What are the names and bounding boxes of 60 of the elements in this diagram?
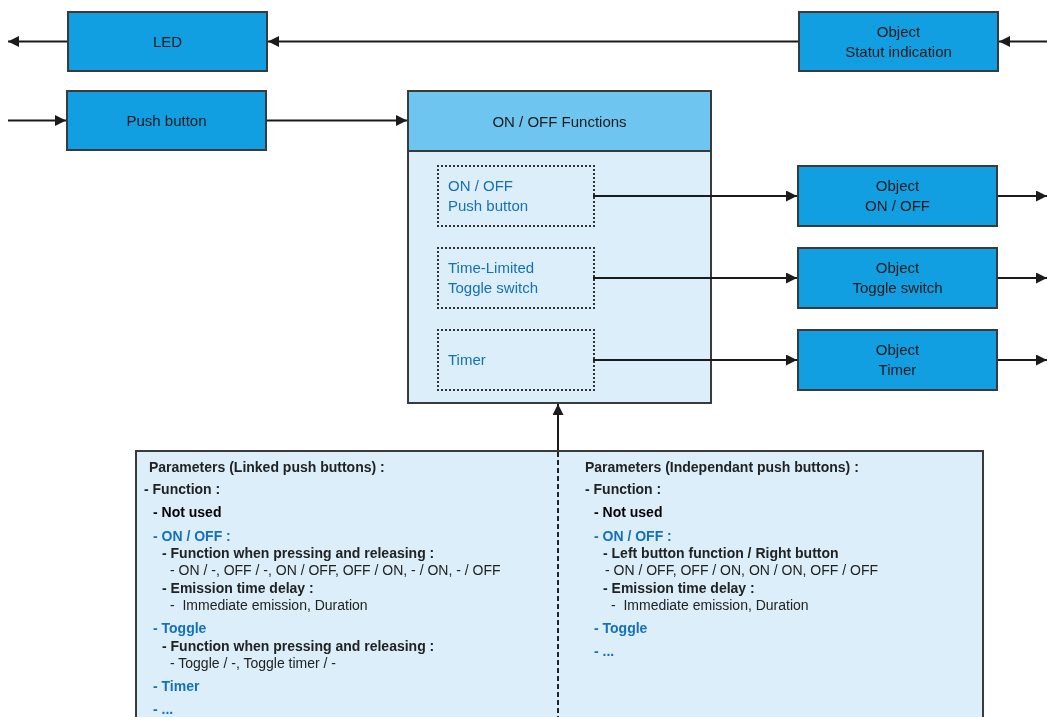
node-label: LED (152, 31, 183, 52)
arrow (998, 36, 1047, 47)
node-label: ON / OFF (865, 196, 930, 216)
node-label: Statut indication (845, 41, 952, 62)
node-label: Time-Limited Toggle switch (448, 258, 540, 298)
parameter-text: - Immediate emission, Duration (611, 596, 809, 614)
arrow (997, 272, 1047, 284)
parameter-text: - Toggle (594, 619, 648, 637)
arrow (592, 272, 798, 284)
arrow (7, 115, 67, 126)
parameter-text: - Toggle / -, Toggle timer / - (170, 654, 336, 672)
node-label: Timer (448, 350, 487, 370)
parameter-text: - Function : (144, 480, 221, 498)
parameters-panel (135, 450, 984, 717)
arrow (266, 115, 408, 126)
input-box (66, 90, 267, 151)
led-box (67, 11, 268, 72)
parameter-text: - ... (153, 700, 174, 717)
group-heading: ON / OFF Functions (409, 92, 710, 152)
function-box (437, 247, 595, 309)
parameter-text: - ON / OFF : (153, 527, 231, 545)
function-box (437, 329, 595, 391)
node-label: Object (875, 340, 920, 360)
arrow (592, 190, 798, 202)
parameter-text: - ON / OFF, OFF / ON, ON / ON, OFF / OFF (605, 561, 878, 579)
parameter-text: - Immediate emission, Duration (170, 596, 368, 614)
parameter-text: - Toggle (153, 619, 207, 637)
parameter-text: - Emission time delay : (603, 579, 755, 597)
node-label: ON / OFF Push button (448, 176, 530, 216)
object-box (798, 11, 999, 72)
function-box (437, 165, 595, 227)
arrow (997, 190, 1047, 202)
parameter-text: - Not used (153, 503, 222, 521)
object-box (797, 329, 998, 391)
node-label: Push button (126, 110, 207, 131)
parameter-text: - ... (594, 642, 615, 660)
function-group-box (407, 90, 712, 404)
panel-heading: Parameters (Linked push buttons) : (149, 458, 385, 476)
parameter-text: - Emission time delay : (162, 579, 314, 597)
parameter-text: - Not used (594, 503, 663, 521)
node-label: Object (874, 258, 921, 278)
arrow (7, 36, 68, 47)
parameter-text: - Left button function / Right button (603, 544, 839, 562)
node-label: Timer (877, 360, 918, 380)
node-label: Toggle switch (852, 278, 943, 298)
node-label: Object (875, 21, 922, 42)
object-box (797, 247, 998, 309)
parameter-text: - Timer (153, 677, 200, 695)
parameter-text: - ON / -, OFF / -, ON / OFF, OFF / ON, - / ON, - / OFF (170, 561, 501, 579)
parameter-text: - ON / OFF : (594, 527, 672, 545)
parameter-text: - Function : (585, 480, 662, 498)
arrow (552, 403, 564, 451)
arrow (267, 36, 799, 47)
arrow (997, 354, 1047, 366)
parameter-text: - Function when pressing and releasing : (162, 637, 435, 655)
arrow (592, 354, 798, 366)
node-label: Object (874, 176, 921, 196)
object-box (797, 165, 998, 227)
panel-heading: Parameters (Independant push buttons) : (585, 458, 859, 476)
parameter-text: - Function when pressing and releasing : (162, 544, 435, 562)
